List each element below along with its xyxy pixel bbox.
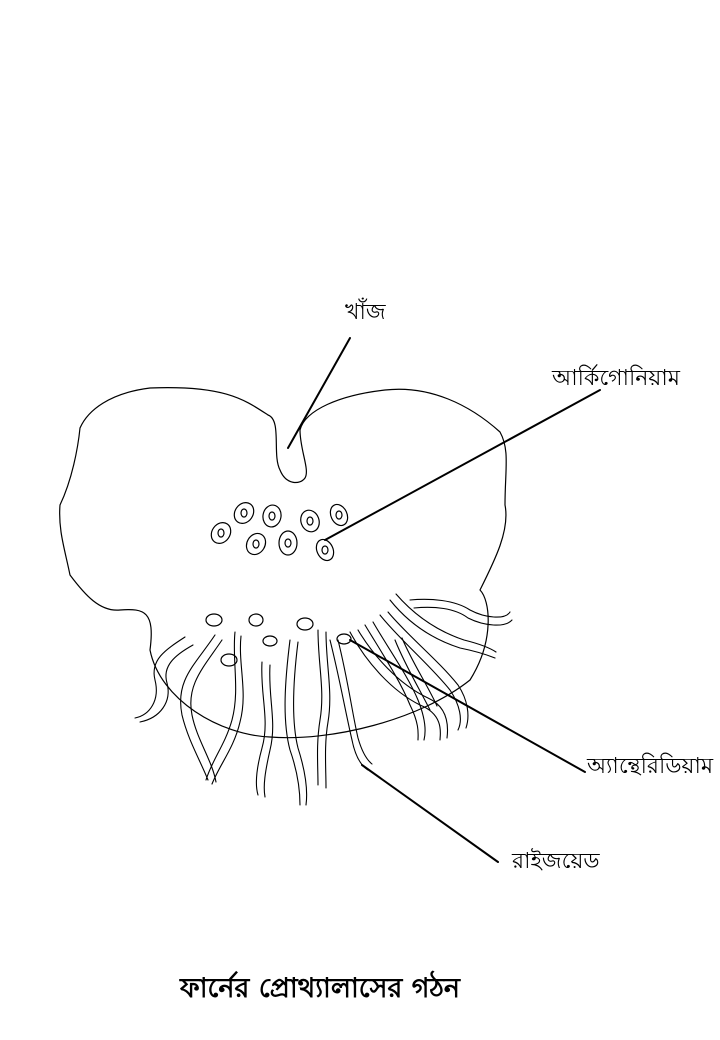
antheridium-cell [336,633,352,645]
leader-line-archegonium [324,389,601,541]
diagram-title: ফার্নের প্রোথ্যালাসের গঠন [180,973,460,1004]
rhizoid [379,614,461,731]
archegonium-cell [233,502,255,524]
archegonium-cell [300,509,320,533]
rhizoid [409,598,511,618]
antheridia-group [205,613,352,667]
rhizoid [364,624,419,741]
archegonium-cell [210,522,232,544]
antheridium-cell [248,613,264,627]
rhizoid [255,661,266,796]
archegonium-cell [315,538,335,562]
archegonia-group [210,502,349,562]
leader-line-rhizoid [361,764,499,863]
archegonium-cell [278,530,298,556]
label-notch: খাঁজ [345,300,386,325]
antheridium-cell [205,613,223,627]
rhizoid [316,629,323,786]
archegonium-cell [262,504,282,528]
label-antheridium: অ্যান্থেরিডিয়াম [587,754,714,779]
archegonium-cell [329,503,349,527]
rhizoid [180,634,216,781]
leader-line-antheridium [349,639,586,773]
rhizoids-group [134,593,513,806]
leader-line-notch [287,337,351,449]
archegonium-cell [245,532,267,556]
label-archegonium: আর্কিগোনিয়াম [552,366,680,391]
rhizoid [329,639,369,771]
antheridium-cell [296,617,314,631]
rhizoid [134,636,186,719]
antheridium-cell [220,653,238,667]
rhizoid [389,599,496,659]
rhizoid [349,631,441,741]
thallus-outline [59,387,507,739]
label-rhizoid: রাইজয়েড [512,849,600,874]
rhizoid [205,631,237,781]
rhizoid [284,639,301,806]
rhizoid [394,639,431,711]
antheridium-cell [262,635,278,647]
